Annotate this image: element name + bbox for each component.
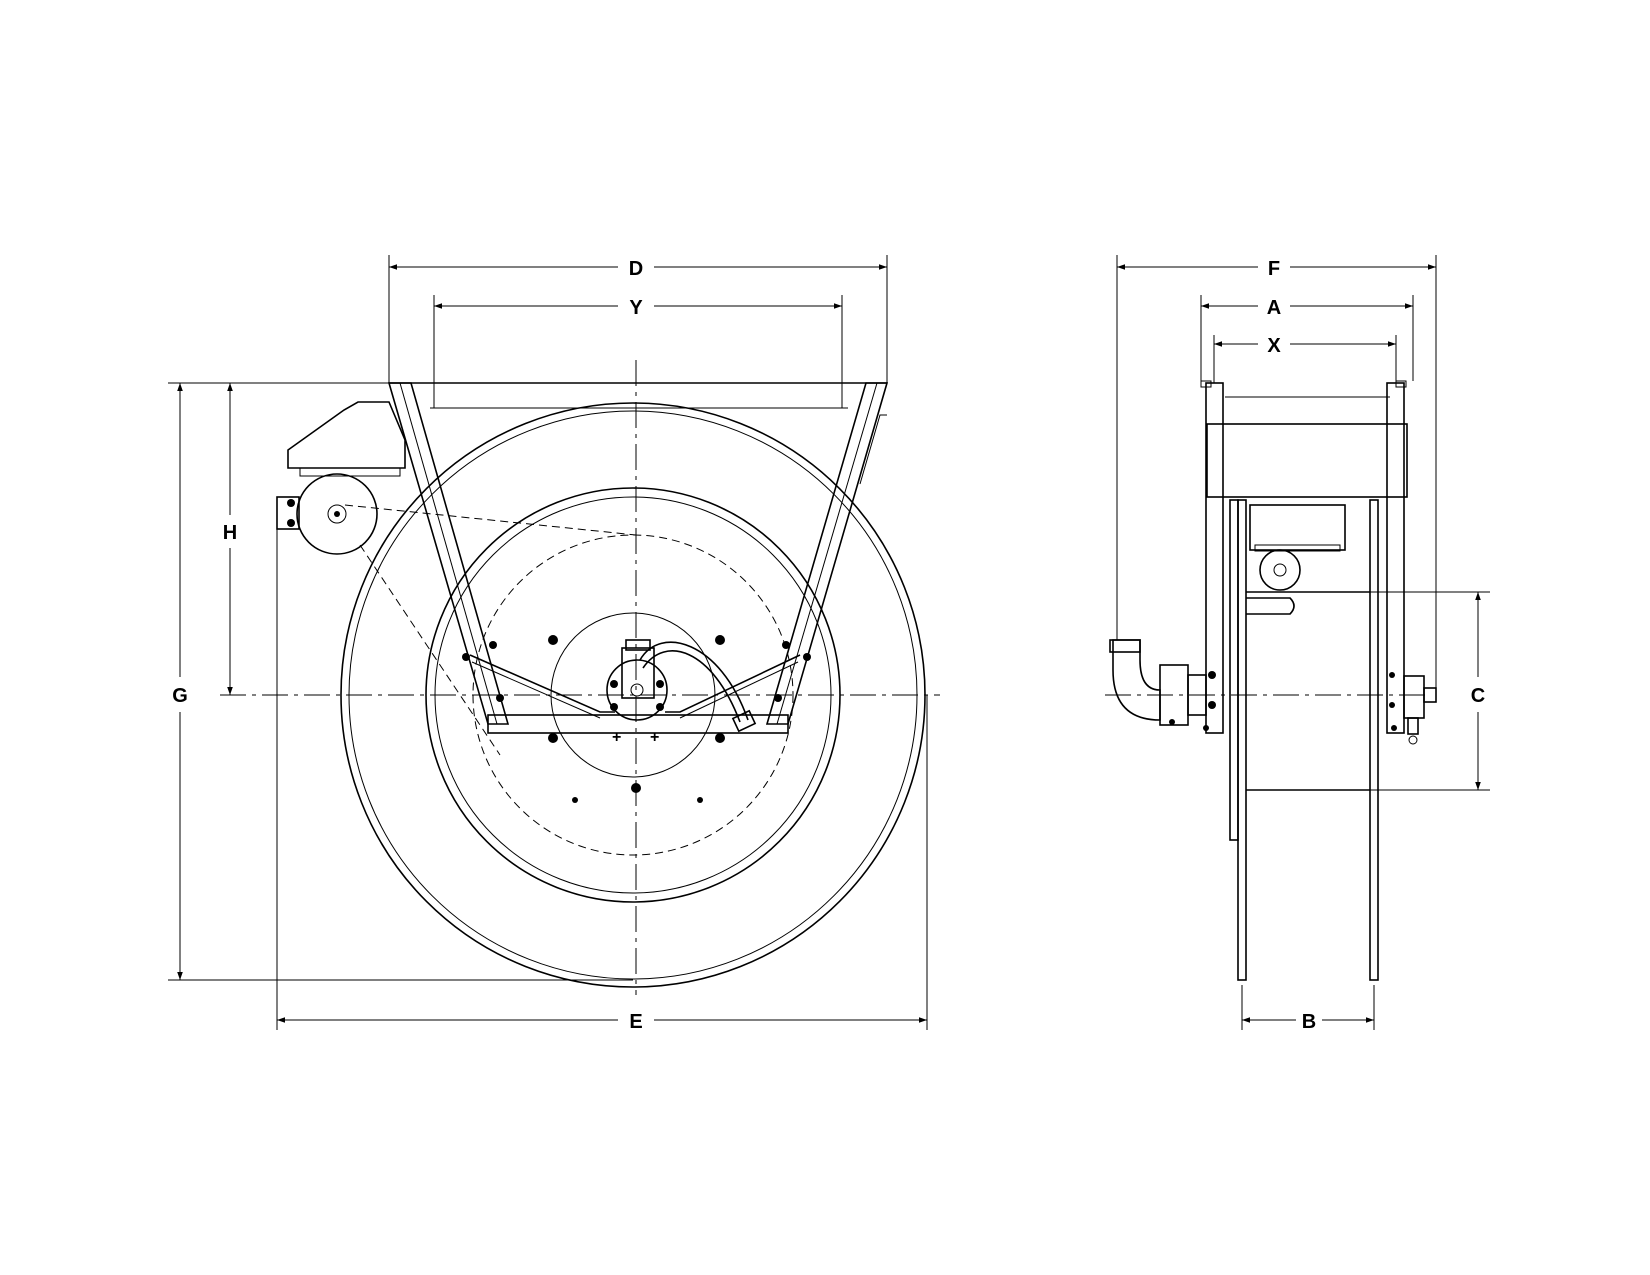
inlet-hose-2 (642, 650, 741, 723)
side-left-post (1205, 382, 1224, 734)
svg-text:+: + (650, 729, 659, 746)
side-left-flange-outer (1237, 499, 1247, 981)
swivel-cap (625, 639, 651, 651)
drive-chain-top (344, 504, 637, 536)
dimension-label-d: D (629, 258, 643, 280)
side-view: F A X B C (1105, 255, 1490, 1033)
left-support-strap-2 (471, 661, 601, 719)
side-left-flange (1229, 499, 1239, 841)
drive-motor (276, 401, 406, 555)
dimension-label-f: F (1268, 258, 1280, 280)
hub-dash-circle (472, 534, 794, 856)
left-support-strap (469, 654, 615, 713)
dimension-label-y: Y (629, 297, 643, 319)
hub-boss (606, 659, 668, 721)
side-swivel-inlet (1109, 639, 1216, 731)
side-motor (1249, 504, 1346, 551)
dimension-label-e: E (629, 1011, 642, 1033)
bottom-cross-bar (487, 714, 789, 734)
dimension-label-a: A (1267, 297, 1281, 319)
front-view: + + D Y E (168, 255, 940, 1033)
side-right-flange (1369, 499, 1379, 981)
side-right-fitting (1389, 672, 1437, 745)
dimension-label-b: B (1302, 1011, 1316, 1033)
dimension-label-x: X (1267, 335, 1281, 357)
side-mount-box (1206, 423, 1408, 498)
hose-fitting (731, 709, 757, 733)
svg-text:+: + (612, 729, 621, 746)
inlet-hose (639, 641, 749, 721)
hub-axle (630, 683, 644, 697)
side-right-post (1386, 382, 1405, 734)
dimension-label-h: H (223, 522, 237, 544)
left-frame-leg (387, 382, 510, 725)
dimension-label-c: C (1471, 685, 1485, 707)
right-leg-edge (776, 382, 878, 725)
right-support-strap-2 (679, 661, 799, 719)
swivel-body (621, 647, 655, 699)
right-support-strap (665, 654, 801, 713)
right-leg-bracket (859, 414, 887, 485)
left-leg-edge (399, 382, 498, 725)
drive-chain-bottom (359, 544, 501, 756)
drum-bolts (462, 635, 811, 803)
side-motor-sprocket (1259, 549, 1301, 591)
dimension-label-g: G (172, 685, 188, 707)
